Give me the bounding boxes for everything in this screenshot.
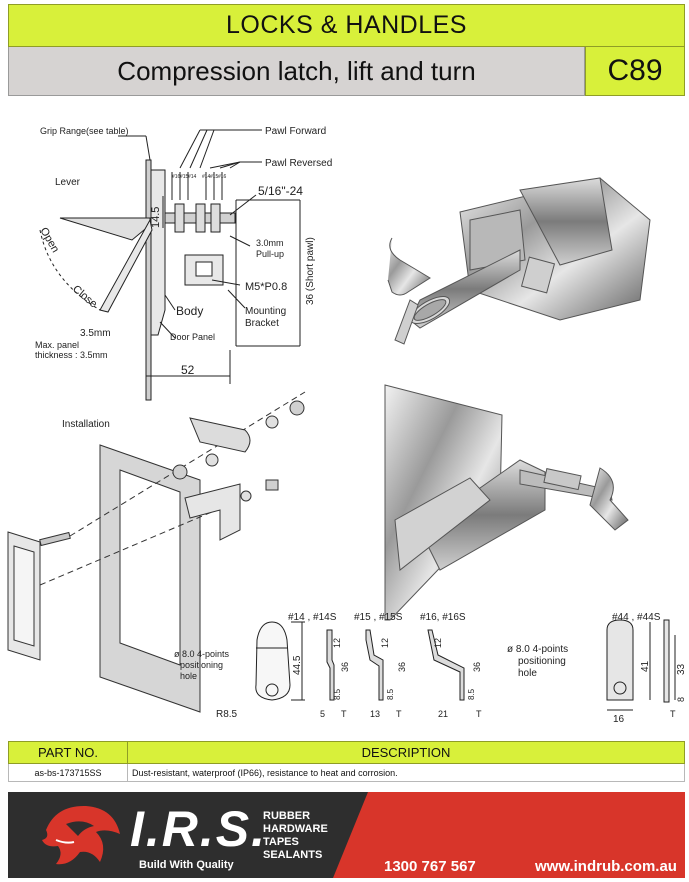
dim-3-5: 3.5mm	[80, 328, 111, 339]
dim-14-5: 14.5	[150, 207, 162, 228]
pawl-mark-1: #16	[172, 174, 181, 180]
pawl-d-t: T	[670, 709, 676, 719]
product-title-bar: Compression latch, lift and turn	[8, 47, 585, 96]
pawl-mark-4: #14	[202, 174, 211, 180]
pawl-length-dim: 44.5	[292, 655, 303, 675]
table-row: as-bs-173715SS Dust-resistant, waterproo…	[8, 763, 685, 782]
part-table: PART NO. DESCRIPTION as-bs-173715SS Dust…	[8, 741, 685, 782]
thread-label: 5/16"-24	[258, 184, 303, 198]
pawl-b-w: 13	[370, 709, 380, 719]
description-header: DESCRIPTION	[127, 741, 685, 764]
part-no-cell: as-bs-173715SS	[8, 763, 128, 782]
installation-label: Installation	[62, 419, 110, 430]
latch-photo-side	[387, 177, 651, 345]
pawl-reversed-label: Pawl Reversed	[265, 158, 332, 169]
category-sealants: SEALANTS	[263, 849, 323, 861]
artwork-svg: Grip Range(see table) Pawl Forward Pawl …	[7, 126, 687, 725]
website-link[interactable]: www.indrub.com.au	[535, 858, 677, 875]
screw-label: M5*P0.8	[245, 281, 287, 293]
pawl-a-h1: 12	[332, 638, 342, 648]
pawl-d-h3: 8	[676, 697, 686, 702]
description-cell: Dust-resistant, waterproof (IP66), resis…	[127, 763, 685, 782]
brand-name: I.R.S.	[130, 801, 268, 857]
pawl-labels: #14 , #14S #15 , #15S #16, #16S #44 , #4…	[174, 612, 687, 725]
close-label: Close	[70, 283, 99, 310]
category-title: LOCKS & HANDLES	[226, 11, 467, 39]
pawl-b-t: T	[396, 709, 402, 719]
part-no-header: PART NO.	[8, 741, 128, 764]
installation-diagram	[7, 391, 306, 713]
grip-range-label: Grip Range(see table)	[40, 126, 129, 136]
open-label: Open	[37, 226, 61, 255]
brand-tagline: Build With Quality	[139, 859, 234, 871]
pawl-b-name: #15 , #15S	[354, 612, 403, 623]
dim-52: 52	[181, 363, 195, 377]
product-code: C89	[607, 54, 663, 87]
pawl-mark-3: #14	[188, 174, 197, 180]
pawl-mark-2: #15	[180, 174, 189, 180]
product-artwork: Grip Range(see table) Pawl Forward Pawl …	[0, 100, 689, 730]
body-label: Body	[176, 304, 203, 318]
pawl-c-name: #16, #16S	[420, 612, 466, 623]
pawl-c-w: 21	[438, 709, 448, 719]
pawl-forward-label: Pawl Forward	[265, 126, 326, 137]
pawl-d-h2: 33	[676, 663, 687, 675]
pawl-d-h1: 41	[640, 660, 651, 672]
pawl-c-t: T	[476, 709, 482, 719]
brand-categories: RUBBER HARDWARE TAPES SEALANTS	[263, 810, 328, 862]
pawl-mark-6: #16	[218, 174, 227, 180]
pawl-c-h3: 8.5	[467, 688, 476, 700]
phone-number[interactable]: 1300 767 567	[384, 858, 476, 875]
part-table-header: PART NO. DESCRIPTION	[8, 741, 685, 764]
pawl-b-h3: 8.5	[386, 688, 395, 700]
product-code-box: C89	[585, 47, 685, 96]
pawl-details	[255, 619, 676, 711]
category-tapes: TAPES	[263, 836, 299, 848]
pawl-a-h3: 8.5	[333, 688, 342, 700]
technical-drawing-labels: Grip Range(see table) Pawl Forward Pawl …	[35, 126, 332, 377]
product-title: Compression latch, lift and turn	[117, 55, 476, 86]
category-hardware: HARDWARE	[263, 823, 328, 835]
pawl-c-h1: 12	[433, 638, 443, 648]
footer-red-band	[333, 792, 685, 878]
pawl-mark-5: #15	[210, 174, 219, 180]
pawl-d-w: 16	[613, 714, 625, 725]
pawl-d-name: #44 , #44S	[612, 612, 661, 623]
latch-photo-open	[384, 384, 629, 621]
footer-banner: I.R.S. Build With Quality RUBBER HARDWAR…	[8, 792, 685, 878]
door-panel-label: Door Panel	[170, 332, 215, 342]
pawl-a-t: T	[341, 709, 347, 719]
lion-logo-icon	[42, 805, 120, 865]
lever-label: Lever	[55, 177, 81, 188]
pawl-a-w: 5	[320, 709, 325, 719]
category-rubber: RUBBER	[263, 810, 311, 822]
technical-drawing	[39, 129, 301, 401]
pawl-b-h1: 12	[380, 638, 390, 648]
radius-dim: R8.5	[216, 709, 238, 720]
pawl-a-h2: 36	[340, 662, 350, 672]
pawl-b-h2: 36	[397, 662, 407, 672]
pawl-c-h2: 36	[472, 662, 482, 672]
pawl-a-name: #14 , #14S	[288, 612, 337, 623]
short-pawl-dim: 36 (Short pawl)	[305, 237, 316, 305]
category-banner: LOCKS & HANDLES	[8, 4, 685, 47]
